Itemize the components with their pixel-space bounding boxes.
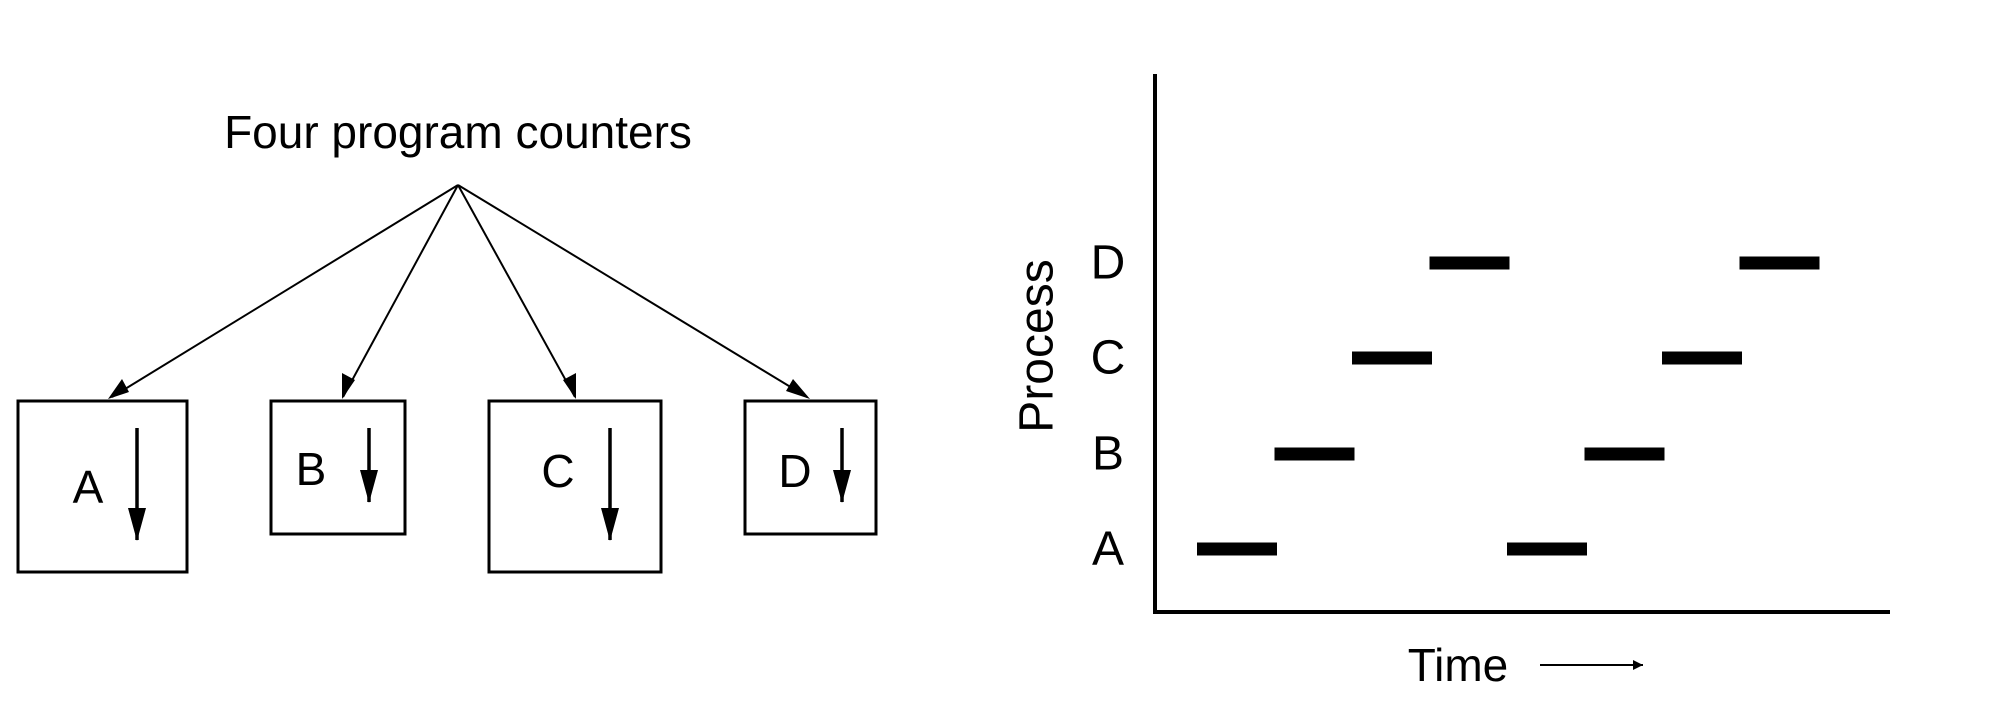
counter-arrowheads bbox=[108, 373, 810, 399]
box-d-frame bbox=[743, 399, 878, 536]
timeslice-bar-c-7 bbox=[1662, 351, 1742, 365]
arrow-to-box-c bbox=[457, 184, 576, 398]
box-a-arrowhead bbox=[128, 508, 146, 541]
arrow-to-box-a bbox=[111, 184, 459, 398]
arrowhead-box-b bbox=[342, 373, 355, 399]
process-box-b: B bbox=[269, 399, 407, 536]
box-b-arrowhead bbox=[360, 470, 378, 503]
arrowhead-box-c bbox=[563, 373, 576, 399]
box-d-arrowhead bbox=[833, 470, 851, 503]
timeslice-bars bbox=[1197, 256, 1820, 556]
timeslice-bar-a-1 bbox=[1197, 542, 1277, 556]
timeslice-bar-c-3 bbox=[1352, 351, 1432, 365]
arrowhead-box-d bbox=[786, 379, 810, 399]
y-axis-label: Process bbox=[1011, 259, 1064, 432]
box-d-label: D bbox=[778, 445, 811, 497]
arrow-to-box-b bbox=[342, 184, 459, 398]
box-b-label: B bbox=[296, 443, 327, 495]
process-tick-label-b: B bbox=[1092, 428, 1124, 481]
process-box-a: A bbox=[16, 399, 189, 574]
process-box-d: D bbox=[743, 399, 878, 536]
arrow-to-box-d bbox=[457, 184, 808, 398]
box-c-arrowhead bbox=[601, 508, 619, 541]
box-a-label: A bbox=[73, 461, 104, 513]
box-c-frame bbox=[487, 399, 663, 574]
timeslice-bar-b-2 bbox=[1274, 447, 1355, 461]
process-tick-label-a: A bbox=[1092, 523, 1124, 576]
process-tick-label-d: D bbox=[1091, 237, 1126, 290]
process-box-c: C bbox=[487, 399, 663, 574]
timeslice-bar-d-4 bbox=[1429, 256, 1510, 270]
timeslice-bar-d-8 bbox=[1739, 256, 1820, 270]
box-b-frame bbox=[269, 399, 407, 536]
x-axis-label: Time bbox=[1408, 639, 1509, 691]
program-counters-diagram: Four program counters A B bbox=[16, 106, 878, 574]
timeslice-bar-b-6 bbox=[1584, 447, 1665, 461]
arrowhead-box-a bbox=[108, 379, 129, 399]
diagram-title: Four program counters bbox=[224, 106, 692, 158]
process-tick-label-c: C bbox=[1091, 332, 1126, 385]
box-c-label: C bbox=[541, 445, 574, 497]
counter-arrows bbox=[111, 184, 808, 398]
timeslice-bar-a-5 bbox=[1507, 542, 1587, 556]
box-a-frame bbox=[16, 399, 189, 574]
